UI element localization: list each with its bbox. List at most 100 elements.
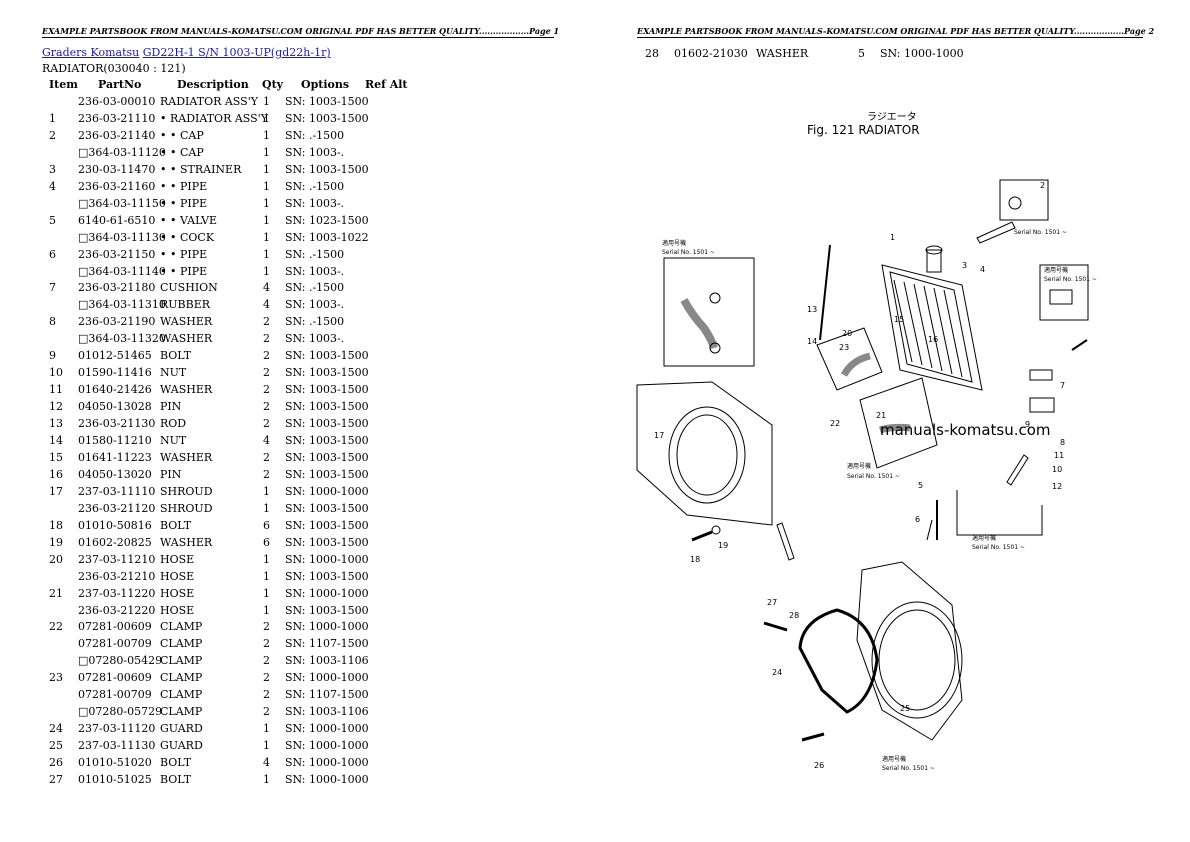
row-qty: 2 [263,349,270,363]
callout-28: 28 [789,611,799,620]
row-item: 6 [49,247,56,261]
callout-7: 7 [1060,381,1065,390]
row-description: BOLT [160,518,192,532]
row-partno: 01640-21426 [78,383,152,397]
row-description: CLAMP [160,705,203,719]
row-description: HOSE [160,603,195,617]
row-options: SN: 1000-1000 [285,756,369,770]
row-partno: 236-03-21180 [78,281,156,295]
row-options: SN: 1003-1500 [285,417,369,431]
radiator-exploded-diagram: ラジエータ Fig. 121 RADIATOR [636,111,1097,772]
row-qty: 1 [263,484,270,498]
row-description: • RADIATOR ASS'Y [160,111,268,125]
row-partno: 237-03-11220 [78,586,156,600]
cap-detail-box [999,179,1049,221]
row-partno: 236-03-21190 [78,315,156,329]
breadcrumb-link-model[interactable]: GD22H-1 S/N 1003-UP(gd22h-1r) [142,46,331,59]
breadcrumb: Graders Komatsu GD22H-1 S/N 1003-UP(gd22… [42,46,331,59]
row-options: SN: .-1500 [285,247,345,261]
row-item: 10 [49,366,63,380]
row-options: SN: 1003-1500 [285,450,369,464]
row-item: 27 [49,773,63,786]
row-partno: 07281-00609 [78,671,152,685]
callout-13: 13 [807,305,817,314]
row-options: SN: 1003-1500 [285,434,369,447]
row-description: WASHER [160,332,213,346]
row-partno: 01580-11210 [78,434,152,447]
row-options: SN: 1107-1500 [285,637,369,651]
row-description: PIN [160,400,182,414]
row-qty: 1 [263,569,270,583]
row-partno: 237-03-11130 [78,739,156,753]
row-options: SN: 1003-1500 [285,111,369,125]
guard-assembly [798,561,963,741]
row-description: WASHER [160,383,213,397]
row-item: 2 [49,128,56,142]
breadcrumb-link-graders[interactable]: Graders Komatsu [42,46,140,59]
row-qty: 2 [263,671,270,685]
row-description: WASHER [160,535,213,549]
row-qty: 1 [263,586,270,600]
figure-jp-title: ラジエータ [867,111,917,123]
row-qty: 2 [263,366,270,380]
row-options: SN: 1003-. [285,332,345,346]
row-partno: □07280-05729 [78,705,163,719]
right-detail-box [1039,264,1089,321]
row-description: CLAMP [160,620,203,634]
row-item: 1 [49,111,56,125]
row-description: BOLT [160,756,192,770]
row-description: CUSHION [160,281,218,295]
row-partno: □364-03-11140 [78,264,166,278]
row-options: SN: 1003-1500 [285,400,369,414]
row-partno: 237-03-11110 [78,484,156,498]
row-qty: 2 [263,637,270,651]
row-description: RUBBER [160,298,211,312]
row-partno: 07281-00609 [78,620,152,634]
row-item: 24 [49,722,63,736]
row-description: SHROUD [160,501,213,515]
row-description: WASHER [756,47,809,60]
row-options: SN: 1003-. [285,264,345,278]
row-item: 25 [49,739,63,753]
row-partno: 01010-51025 [78,773,152,786]
callout-11: 11 [1054,451,1064,460]
rod [819,244,831,341]
callout-15: 15 [894,315,904,324]
row-partno: 230-03-11470 [78,162,156,176]
row-partno: 01590-11416 [78,366,152,380]
hose-detail-box-right [859,377,938,469]
column-header-description: Description [177,78,249,91]
row-qty: 2 [263,654,270,668]
serial-note-jp-4: 適用号機 [972,534,996,542]
row-qty: 1 [263,196,270,210]
row-options: SN: 1003-1500 [285,467,369,481]
callout-26: 26 [814,761,824,770]
row-qty: 1 [263,739,270,753]
header-rule [42,37,554,38]
row-qty: 1 [263,145,270,159]
callout-12: 12 [1052,482,1062,491]
row-description: • • COCK [160,230,215,244]
row-item: 19 [49,535,63,549]
row-partno: 236-03-21220 [78,603,156,617]
row-options: SN: 1000-1000 [285,671,369,685]
row-options: SN: 1023-1500 [285,213,369,227]
row-qty: 2 [263,383,270,397]
row-qty: 1 [263,213,270,227]
row-options: SN: 1000-1000 [285,773,369,786]
row-qty: 1 [263,722,270,736]
row-item: 28 [645,47,659,60]
row-options: SN: .-1500 [285,128,345,142]
row-qty: 4 [263,756,270,770]
